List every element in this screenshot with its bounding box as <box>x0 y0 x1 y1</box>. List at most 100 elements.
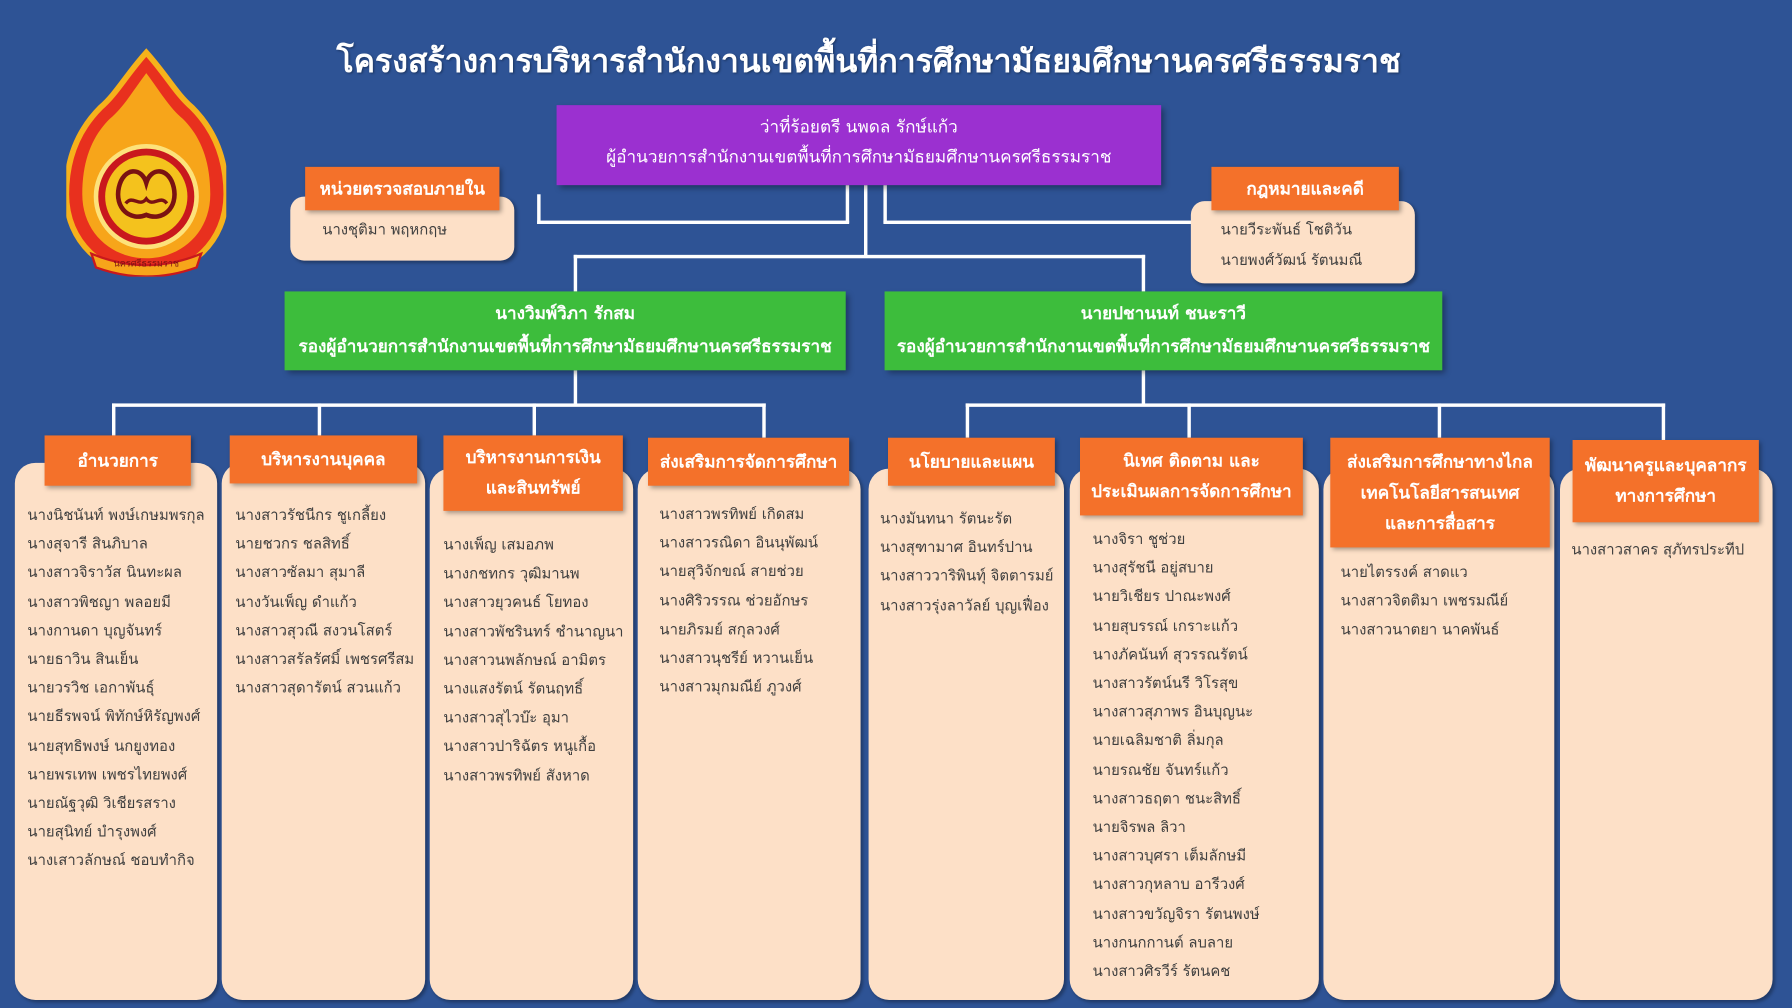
member-name: นางสาวยุวคนธ์ โยทอง <box>443 594 589 612</box>
member-name: นายวีระพันธ์ โชติวัน <box>1220 221 1353 239</box>
member-name: นางสาวสุดารัตน์ สวนแก้ว <box>235 680 401 698</box>
member-name: นางสุจารี สินภิบาล <box>27 536 148 554</box>
group-members: นางจิรา ชูช่วย นางสุรัชนี อยู่สบาย นายวิ… <box>1093 526 1317 987</box>
group-panel-policy-planning: นางมันทนา รัตนะรัต นางสุฑามาศ อินทร์ปาน … <box>868 468 1064 1000</box>
group-header-education-promotion: ส่งเสริมการจัดการศึกษา <box>647 437 850 486</box>
member-name: นางสาวบุศรา เต็มลักษมี <box>1092 848 1247 866</box>
member-name: นางเสาวลักษณ์ ชอบทำกิจ <box>27 853 195 871</box>
member-name: นายธาวิน สินเย็น <box>27 651 139 669</box>
group-panel-supervision: นางจิรา ชูช่วย นางสุรัชนี อยู่สบาย นายวิ… <box>1069 468 1319 1000</box>
deputy-box-1: นางวิมพ์วิภา รักสม รองผู้อำนวยการสำนักงา… <box>284 291 846 371</box>
member-name: นางสาวสุวณี สงวนโสตร์ <box>235 622 393 640</box>
group-members: นางมันทนา รัตนะรัต นางสุฑามาศ อินทร์ปาน … <box>880 505 1063 620</box>
member-name: นางสาวสรัลรัศมิ์ เพชรศรีสม <box>235 651 415 669</box>
member-name: นางแสงรัตน์ รัตนฤทธิ์ <box>443 681 584 699</box>
group-header-supervision: นิเทศ ติดตาม และประเมินผลการจัดการศึกษา <box>1079 437 1303 516</box>
school-emblem: นครศรีธรรมราช <box>63 48 230 278</box>
group-header-policy-planning: นโยบายและแผน <box>887 437 1055 486</box>
group-header-distance-learning: ส่งเสริมการศึกษาทางไกลเทคโนโลยีสารสนเทศแ… <box>1330 437 1550 548</box>
member-name: นางสาวนพลักษณ์ อามิตร <box>443 652 606 670</box>
school-emblem-icon <box>63 48 230 278</box>
group-panel-finance: นางเพ็ญ เสมอภพ นางกชทกร วุฒิมานพ นางสาวย… <box>429 468 634 1000</box>
legal-unit-panel: นายวีระพันธ์ โชติวัน นายพงศ์วัฒน์ รัตนมณ… <box>1190 201 1415 284</box>
member-name: นางสาวนุชรีย์ หวานเย็น <box>659 650 814 668</box>
member-name: นายพรเทพ เพชรไทยพงศ์ <box>27 766 188 784</box>
member-name: นายชวกร ชลสิทธิ์ <box>235 536 350 554</box>
member-name: นางภัคนันท์ สุวรรณรัตน์ <box>1092 646 1248 664</box>
member-name: นางสาวจิตติมา เพชรมณีย์ <box>1340 593 1509 611</box>
member-name: นายพงศ์วัฒน์ รัตนมณี <box>1220 252 1363 270</box>
member-name: นางสุฑามาศ อินทร์ปาน <box>879 539 1033 557</box>
member-name: นายวิเชียร ปาณะพงศ์ <box>1092 589 1231 607</box>
page-title: โครงสร้างการบริหารสำนักงานเขตพื้นที่การศ… <box>336 42 1401 80</box>
deputy-position: รองผู้อำนวยการสำนักงานเขตพื้นที่การศึกษา… <box>298 335 832 357</box>
deputy-name: นางวิมพ์วิภา รักสม <box>495 302 636 324</box>
member-name: นางศิริวรรณ ช่วยอักษร <box>659 592 809 610</box>
group-members: นางสาวสาคร สุภัทรประทีป <box>1571 536 1770 565</box>
legal-unit-header: กฎหมายและคดี <box>1211 166 1399 211</box>
member-name: นายภิรมย์ สกุลวงศ์ <box>659 621 780 639</box>
member-name: นางนิชนันท์ พงษ์เกษมพรกุล <box>27 507 205 525</box>
member-name: นายจิรพล ลิวา <box>1092 819 1186 837</box>
member-name: นางจิรา ชูช่วย <box>1092 531 1186 549</box>
group-panel-education-promotion: นางสาวพรทิพย์ เกิดสม นางสาวรณิดา อินนุพั… <box>637 468 861 1000</box>
member-name: นางสาวศิรวีร์ รัตนคช <box>1092 963 1231 981</box>
member-name: นายสุบรรณ์ เกราะแก้ว <box>1092 617 1239 635</box>
member-name: นางสาวซัลมา สุมาลี <box>235 565 366 583</box>
member-name: นางสาวสุไวบ๊ะ อุมา <box>443 709 570 728</box>
member-name: นางสาวนาตยา นาคพันธ์ <box>1340 622 1500 640</box>
member-name: นางสุรัชนี อยู่สบาย <box>1092 560 1214 578</box>
audit-unit-members: นางชุติมา พฤหกฤษ <box>322 217 447 244</box>
member-name: นางสาวธฤตา ชนะสิทธิ์ <box>1092 790 1242 808</box>
group-members: นางสาวพรทิพย์ เกิดสม นางสาวรณิดา อินนุพั… <box>659 501 858 703</box>
group-panel-administration: นางนิชนันท์ พงษ์เกษมพรกุล นางสุจารี สินภ… <box>14 462 218 1000</box>
member-name: นายวรวิช เอกาพันธุ์ <box>27 680 155 698</box>
group-members: นายไตรรงค์ สาดแว นางสาวจิตติมา เพชรมณีย์… <box>1341 559 1554 645</box>
member-name: นางสาวสุภาพร อินบุญนะ <box>1092 704 1254 722</box>
member-name: นางสาวขวัญจิรา รัตนพงษ์ <box>1092 905 1260 924</box>
deputy-box-2: นายปชานนท์ ชนะราวี รองผู้อำนวยการสำนักงา… <box>884 291 1443 371</box>
legal-unit-members: นายวีระพันธ์ โชติวัน นายพงศ์วัฒน์ รัตนมณ… <box>1221 215 1363 277</box>
director-box: ว่าที่ร้อยตรี นพดล รักษ์แก้ว ผู้อำนวยการ… <box>556 105 1162 186</box>
member-name: นางสาวพัชรินทร์ ชำนาญนา <box>443 623 624 641</box>
member-name: นางสาวสาคร สุภัทรประทีป <box>1571 541 1745 559</box>
member-name: นายณัฐวุฒิ วิเชียรสราง <box>27 795 176 813</box>
member-name: นางสาวรัตน์นรี วิโรสุข <box>1092 675 1239 693</box>
group-header-teacher-development: พัฒนาครูและบุคลากรทางการศึกษา <box>1572 439 1759 523</box>
member-name: นางสาวรณิดา อินนุพัฒน์ <box>659 535 819 553</box>
member-name: นางสาวมุกมณีย์ ภูวงศ์ <box>659 679 802 697</box>
member-name: นายสุวิจักขณ์ สายช่วย <box>659 563 804 582</box>
member-name: นางสาวพิชญา พลอยมี <box>27 593 171 611</box>
member-name: นายธีรพจน์ พิทักษ์หิรัญพงศ์ <box>27 709 201 727</box>
member-name: นางสาวรุ่งลาวัลย์ บุญเฟื่อง <box>879 597 1049 615</box>
member-name: นางกชทกร วุฒิมานพ <box>443 565 580 584</box>
member-name: นางสาวพรทิพย์ สังหาด <box>443 767 590 785</box>
group-panel-distance-learning: นายไตรรงค์ สาดแว นางสาวจิตติมา เพชรมณีย์… <box>1323 468 1555 1000</box>
group-panel-teacher-development: นางสาวสาคร สุภัทรประทีป <box>1559 468 1773 1000</box>
group-members: นางเพ็ญ เสมอภพ นางกชทกร วุฒิมานพ นางสาวย… <box>443 531 630 790</box>
member-name: นางกานดา บุญจันทร์ <box>27 622 163 640</box>
member-name: นายรณชัย จันทร์แก้ว <box>1092 761 1229 779</box>
member-name: นายสุนิทย์ บำรุงพงศ์ <box>27 824 157 842</box>
member-name: นายเฉลิมชาติ ลิ่มกุล <box>1092 733 1224 751</box>
group-members: นางนิชนันท์ พงษ์เกษมพรกุล นางสุจารี สินภ… <box>27 502 214 876</box>
member-name: นางสาวจิราวัส นินทะผล <box>27 565 182 583</box>
member-name: นางสาววาริพินทุ์ จิตตารมย์ <box>879 568 1054 586</box>
member-name: นางสาวปาริฉัตร หนูเกื้อ <box>443 738 597 756</box>
group-header-personnel: บริหารงานบุคคล <box>229 435 418 484</box>
member-name: นางสาวรัชนีกร ชูเกลี้ยง <box>235 507 387 525</box>
member-name: นางเพ็ญ เสมอภพ <box>443 537 554 555</box>
emblem-label: นครศรีธรรมราช <box>113 258 180 269</box>
member-name: นางสาวพรทิพย์ เกิดสม <box>659 506 805 524</box>
member-name: นางสาวกุหลาบ อารีวงศ์ <box>1092 877 1245 895</box>
member-name: นางวันเพ็ญ ดำแก้ว <box>235 593 357 611</box>
member-name: นายสุทธิพงษ์ นกยูงทอง <box>27 737 176 755</box>
member-name: นางชุติมา พฤหกฤษ <box>322 221 447 239</box>
group-header-administration: อำนวยการ <box>44 435 191 486</box>
deputy-position: รองผู้อำนวยการสำนักงานเขตพื้นที่การศึกษา… <box>896 335 1431 357</box>
deputy-name: นายปชานนท์ ชนะราวี <box>1080 302 1247 324</box>
member-name: นายไตรรงค์ สาดแว <box>1340 564 1468 582</box>
director-position: ผู้อำนวยการสำนักงานเขตพื้นที่การศึกษามัธ… <box>606 146 1112 167</box>
group-panel-personnel: นางสาวรัชนีกร ชูเกลี้ยง นายชวกร ชลสิทธิ์… <box>221 462 426 1000</box>
member-name: นางกนกกานต์ ลบลาย <box>1092 934 1234 952</box>
